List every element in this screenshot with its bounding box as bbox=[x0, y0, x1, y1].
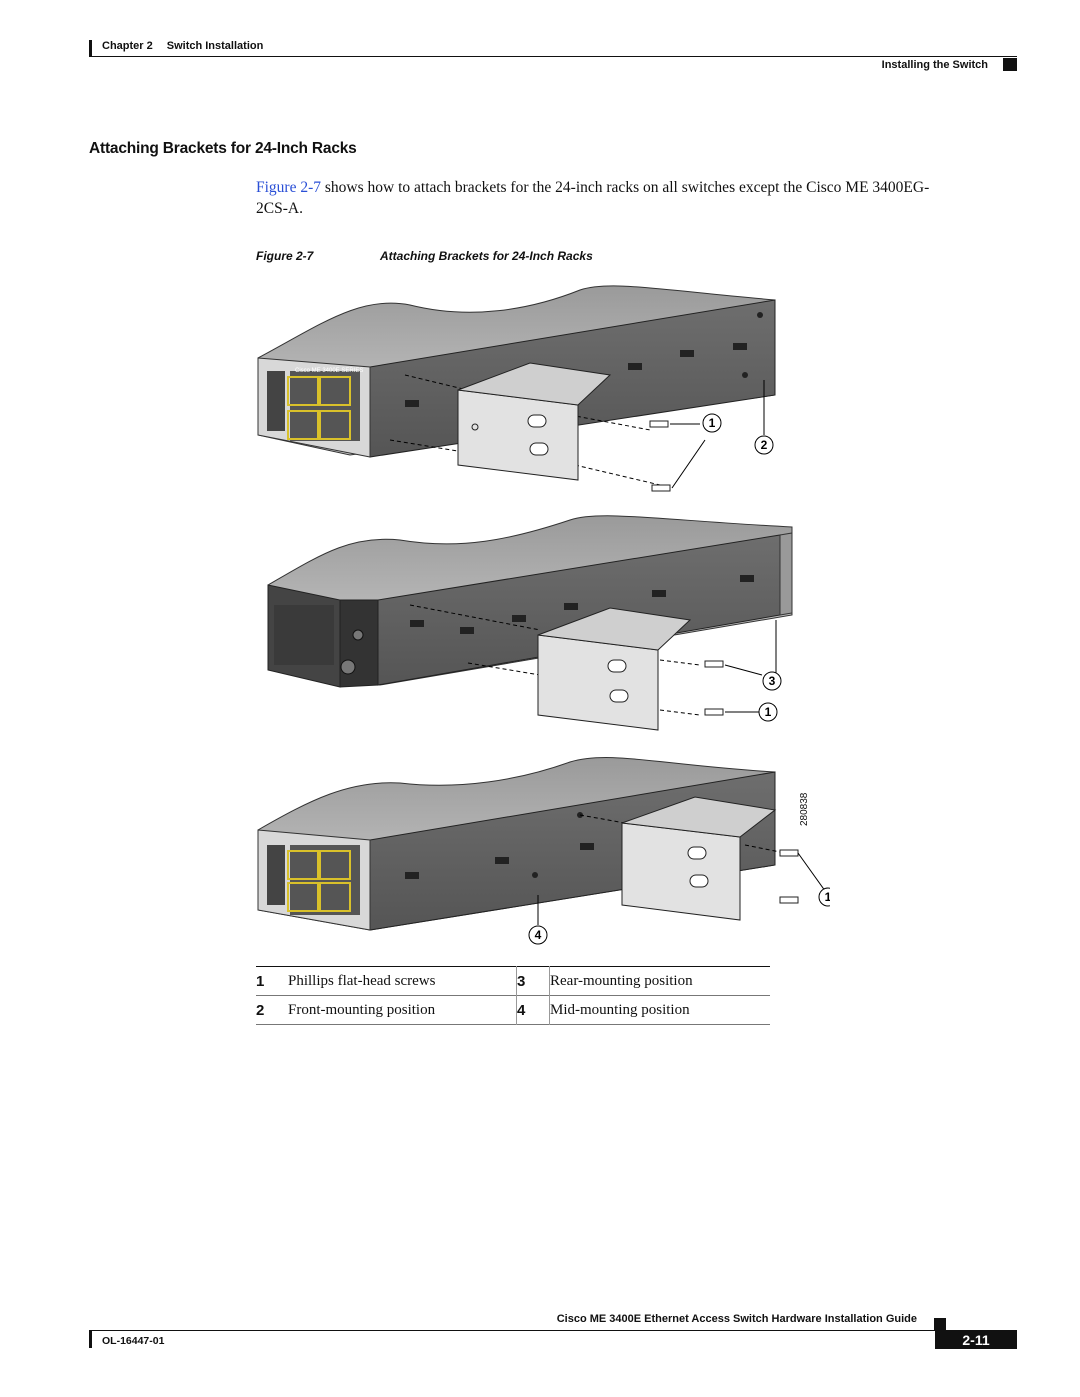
legend-row: 1 Phillips flat-head screws 3 Rear-mount… bbox=[256, 966, 770, 996]
footer-rule bbox=[89, 1330, 1017, 1331]
legend-num: 4 bbox=[516, 995, 550, 1025]
chapter-number: Chapter 2 bbox=[102, 40, 153, 52]
legend-num: 2 bbox=[256, 1001, 265, 1019]
device-label: Cisco ME 3400E SERIES bbox=[295, 368, 363, 374]
running-header-chapter: Chapter 2 Switch Installation bbox=[102, 40, 277, 52]
legend-num: 3 bbox=[516, 966, 550, 996]
callout-1b: 1 bbox=[765, 705, 772, 719]
header-bar bbox=[89, 40, 92, 56]
header-marker bbox=[1003, 58, 1017, 71]
figure-caption: Figure 2-7 Attaching Brackets for 24-Inch… bbox=[256, 249, 593, 263]
figure-title: Attaching Brackets for 24-Inch Racks bbox=[380, 249, 593, 263]
bracket-illustration: Cisco ME 3400E SERIES 1 2 bbox=[257, 285, 830, 945]
legend-text: Phillips flat-head screws bbox=[288, 972, 436, 989]
figure-id: 280838 bbox=[799, 792, 810, 826]
legend-text: Front-mounting position bbox=[288, 1001, 436, 1018]
callout-legend: 1 Phillips flat-head screws 3 Rear-mount… bbox=[256, 966, 770, 1025]
section-title: Attaching Brackets for 24-Inch Racks bbox=[89, 140, 357, 157]
callout-4: 4 bbox=[535, 928, 542, 942]
callout-3: 3 bbox=[769, 674, 776, 688]
body-paragraph: Figure 2-7 shows how to attach brackets … bbox=[256, 177, 956, 219]
panel-mid-mounting: 1 4 bbox=[257, 756, 830, 945]
running-header-section: Installing the Switch bbox=[881, 59, 988, 71]
panel-rear-mounting: 3 1 bbox=[267, 515, 793, 731]
footer-marker bbox=[934, 1318, 946, 1330]
page-number: 2-11 bbox=[935, 1331, 1017, 1349]
body-text: shows how to attach brackets for the 24-… bbox=[256, 179, 930, 217]
legend-row: 2 Front-mounting position 4 Mid-mounting… bbox=[256, 995, 770, 1025]
callout-1a: 1 bbox=[709, 416, 716, 430]
panel-front-mounting: Cisco ME 3400E SERIES 1 2 bbox=[257, 285, 776, 492]
callout-2: 2 bbox=[761, 438, 768, 452]
legend-num: 1 bbox=[256, 972, 265, 990]
chapter-title: Switch Installation bbox=[166, 40, 264, 52]
footer-bar bbox=[89, 1331, 92, 1348]
footer-guide-title: Cisco ME 3400E Ethernet Access Switch Ha… bbox=[556, 1313, 917, 1325]
header-rule bbox=[89, 56, 1017, 57]
footer-doc-number: OL-16447-01 bbox=[102, 1335, 165, 1347]
figure-link[interactable]: Figure 2-7 bbox=[256, 179, 322, 196]
legend-text: Mid-mounting position bbox=[549, 995, 770, 1025]
callout-1c: 1 bbox=[825, 890, 830, 904]
figure-label: Figure 2-7 bbox=[256, 249, 314, 263]
legend-text: Rear-mounting position bbox=[549, 966, 770, 996]
